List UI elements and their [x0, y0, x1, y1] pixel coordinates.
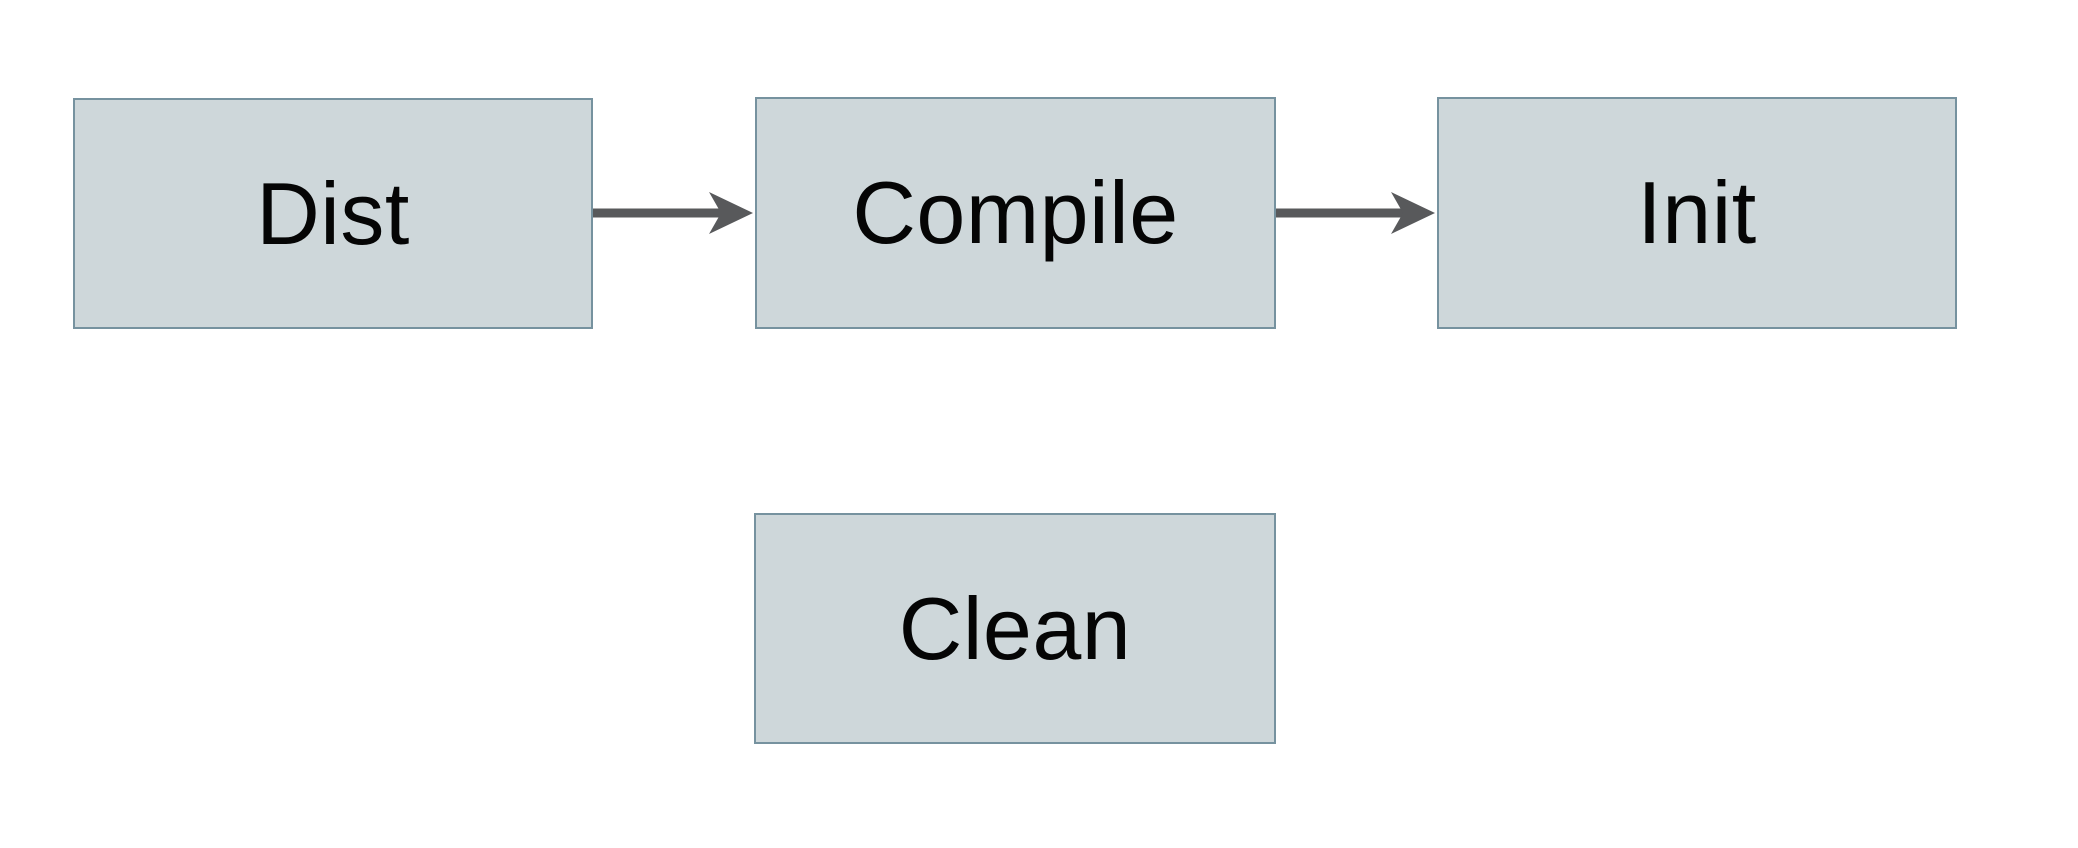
node-init-label: Init [1637, 163, 1757, 262]
node-dist: Dist [73, 98, 593, 329]
connector-dist-to-compile [593, 192, 753, 234]
node-compile: Compile [755, 97, 1276, 329]
node-compile-label: Compile [852, 163, 1179, 262]
node-init: Init [1437, 97, 1957, 329]
connector-compile-to-init [1276, 192, 1435, 234]
node-clean: Clean [754, 513, 1276, 744]
node-dist-label: Dist [256, 163, 410, 263]
node-clean-label: Clean [898, 578, 1132, 678]
